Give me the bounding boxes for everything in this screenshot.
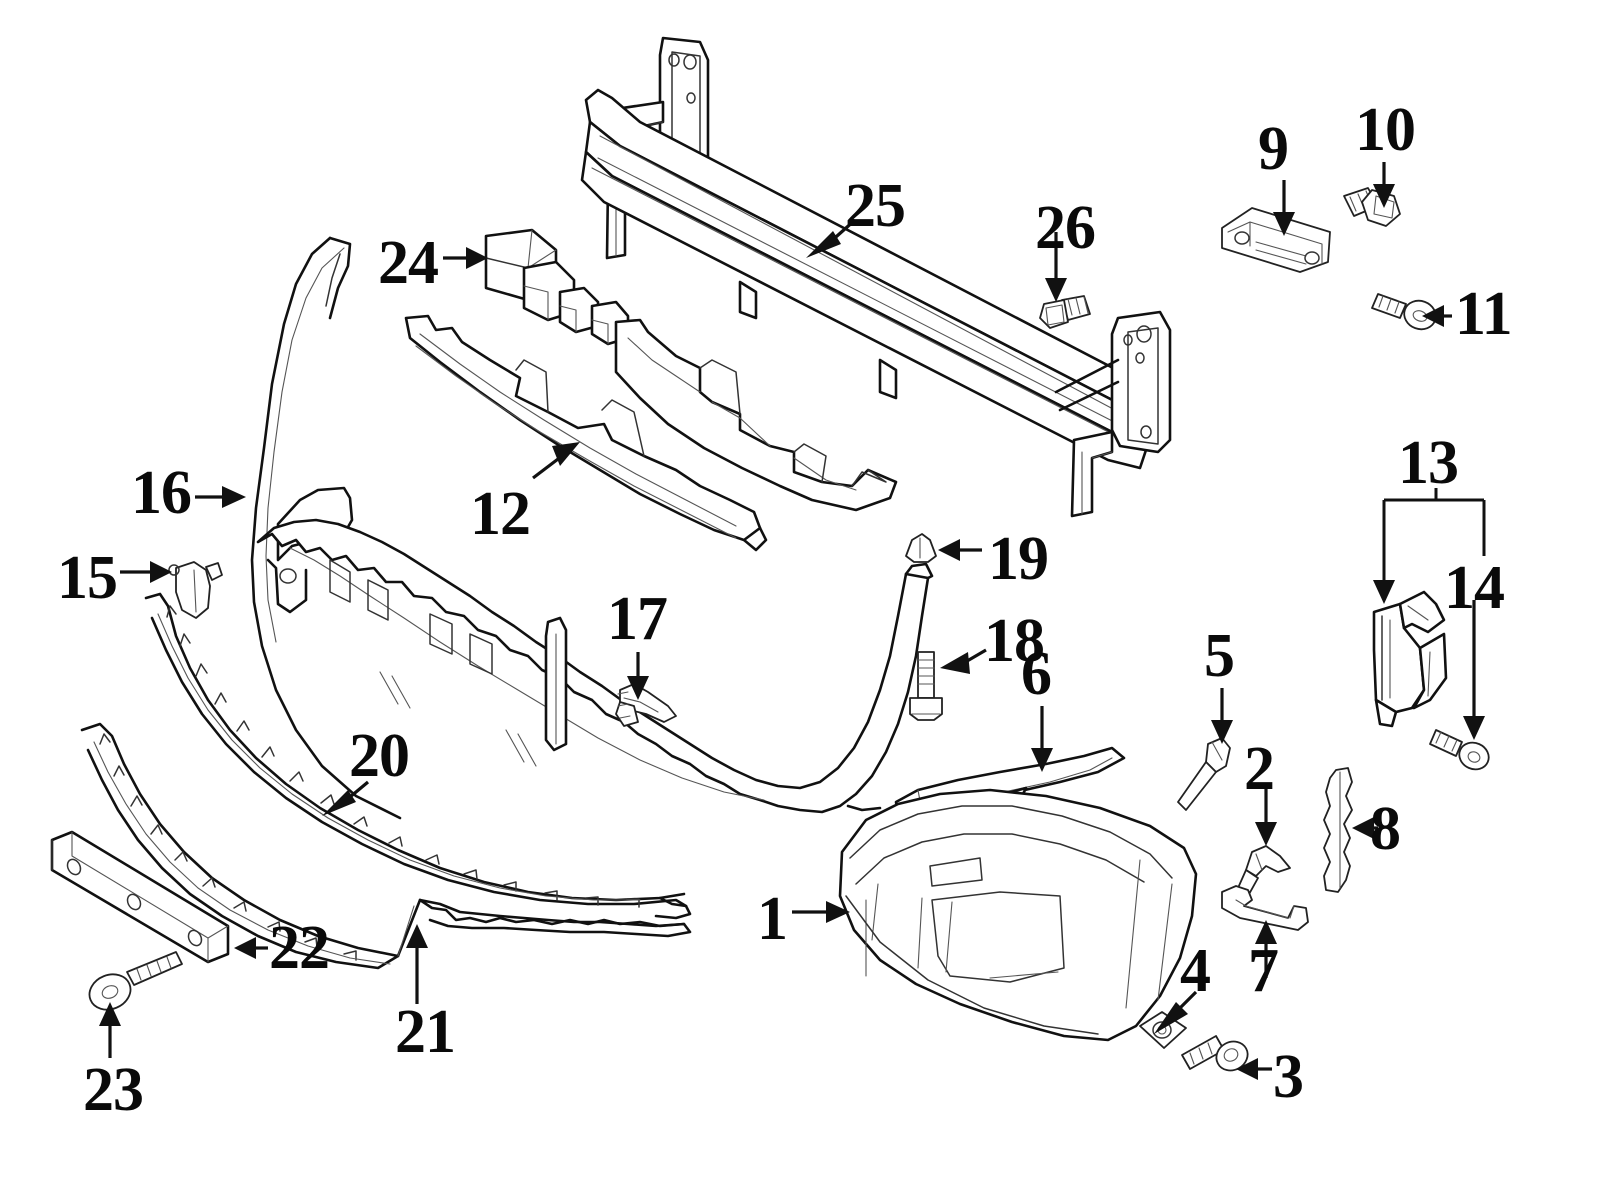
part-screw-pan-head bbox=[1371, 293, 1437, 331]
part-beam-bolt bbox=[1039, 295, 1091, 329]
part-grille-clip bbox=[615, 683, 677, 727]
callout-label-17: 17 bbox=[607, 585, 668, 653]
part-lower-valance-spoiler bbox=[80, 722, 692, 970]
callout-label-1: 1 bbox=[757, 885, 788, 953]
callout-label-21: 21 bbox=[395, 998, 456, 1066]
part-bumper-cover-main bbox=[250, 236, 934, 820]
callout-label-23: 23 bbox=[83, 1056, 144, 1124]
callout-label-12: 12 bbox=[470, 480, 531, 548]
part-push-nut-cap bbox=[905, 533, 937, 563]
callout-label-11: 11 bbox=[1455, 280, 1513, 348]
part-energy-absorber-lower bbox=[404, 314, 768, 552]
callout-label-20: 20 bbox=[349, 722, 410, 790]
part-impact-absorber-block bbox=[484, 228, 630, 346]
callout-label-7: 7 bbox=[1248, 937, 1279, 1005]
part-screw-hex-flange bbox=[1181, 1035, 1249, 1072]
callout-label-9: 9 bbox=[1258, 115, 1289, 183]
callout-label-16: 16 bbox=[131, 459, 192, 527]
callout-label-10: 10 bbox=[1355, 96, 1416, 164]
part-side-clip-bracket bbox=[168, 561, 223, 619]
part-bumper-cover-corner bbox=[838, 788, 1198, 1042]
part-bracket-screw bbox=[88, 951, 183, 1011]
callout-label-6: 6 bbox=[1021, 640, 1052, 708]
callout-label-26: 26 bbox=[1035, 194, 1096, 262]
callout-label-2: 2 bbox=[1244, 735, 1275, 803]
leader-lines bbox=[99, 162, 1486, 1080]
part-energy-absorber-upper bbox=[614, 318, 898, 512]
part-license-bracket-small bbox=[1221, 207, 1331, 273]
part-deflector-assembly bbox=[1372, 590, 1448, 728]
part-bolt-hex-head bbox=[1343, 187, 1401, 227]
callout-label-5: 5 bbox=[1204, 622, 1235, 690]
part-deflector-screw bbox=[1429, 729, 1490, 771]
callout-label-3: 3 bbox=[1273, 1043, 1304, 1111]
part-push-pin-rivet bbox=[1177, 737, 1231, 811]
part-lower-grille-molding bbox=[144, 592, 692, 920]
callout-label-19: 19 bbox=[988, 525, 1049, 593]
part-lower-bracket-arm bbox=[1221, 885, 1309, 931]
callout-label-13: 13 bbox=[1398, 429, 1459, 497]
callout-label-24: 24 bbox=[378, 229, 439, 297]
part-side-retainer-strip bbox=[1323, 767, 1353, 893]
callout-label-15: 15 bbox=[57, 544, 118, 612]
callout-label-25: 25 bbox=[845, 172, 906, 240]
part-bolt-flange-long bbox=[909, 651, 943, 721]
part-license-plate-bracket bbox=[50, 830, 230, 964]
part-bumper-reinforcement-beam bbox=[580, 36, 1172, 518]
callout-label-22: 22 bbox=[269, 914, 330, 982]
callout-label-4: 4 bbox=[1180, 937, 1211, 1005]
callout-label-14: 14 bbox=[1444, 554, 1505, 622]
callout-label-18: 18 bbox=[984, 607, 1045, 675]
callout-label-8: 8 bbox=[1370, 795, 1401, 863]
